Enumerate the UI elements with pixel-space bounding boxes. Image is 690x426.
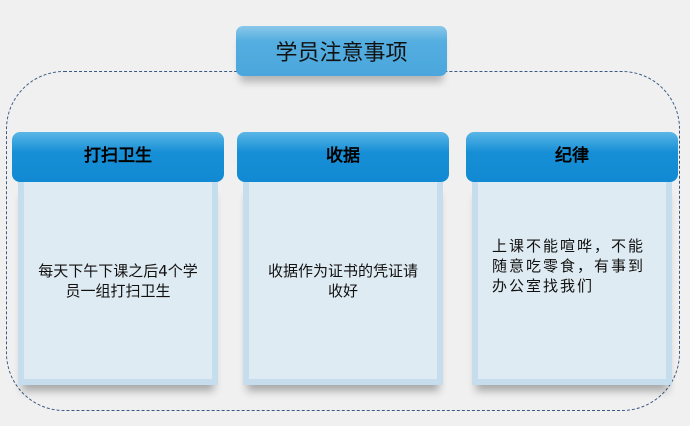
column-body: 收据作为证书的凭证请收好 (243, 182, 443, 385)
column-discipline: 纪律 上课不能喧哗，不能随意吃零食，有事到办公室找我们 (466, 132, 678, 385)
column-text: 收据作为证书的凭证请收好 (267, 261, 418, 300)
column-receipt: 收据 收据作为证书的凭证请收好 (237, 132, 449, 385)
column-header: 纪律 (466, 132, 678, 182)
column-heading: 纪律 (555, 145, 589, 166)
column-header: 收据 (237, 132, 449, 182)
column-text: 上课不能喧哗，不能随意吃零食，有事到办公室找我们 (492, 237, 646, 295)
column-header: 打扫卫生 (12, 132, 224, 182)
column-cleaning: 打扫卫生 每天下午下课之后4个学员一组打扫卫生 (12, 132, 224, 385)
column-text: 每天下午下课之后4个学员一组打扫卫生 (38, 261, 198, 300)
title-text: 学员注意事项 (275, 41, 408, 66)
diagram-title: 学员注意事项 (236, 26, 447, 76)
column-body: 每天下午下课之后4个学员一组打扫卫生 (18, 182, 218, 385)
column-heading: 收据 (326, 145, 360, 166)
column-body: 上课不能喧哗，不能随意吃零食，有事到办公室找我们 (472, 182, 672, 385)
column-heading: 打扫卫生 (84, 145, 152, 166)
